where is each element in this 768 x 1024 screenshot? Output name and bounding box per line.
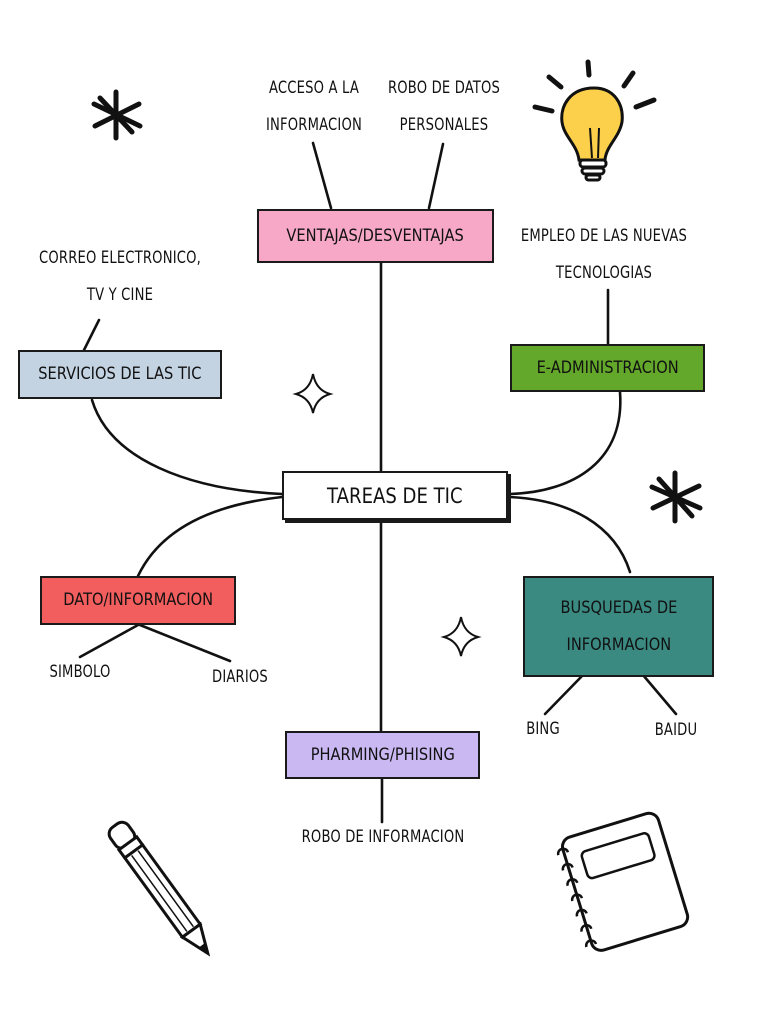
node-eadmin-label: E-ADMINISTRACION <box>536 357 679 378</box>
curve-servicios <box>90 398 284 496</box>
sparkle-icon <box>292 373 334 414</box>
asterisk-icon <box>649 470 703 524</box>
leaf-correo-line2: TV Y CINE <box>86 285 154 305</box>
leaf-diarios: DIARIOS <box>212 667 268 687</box>
curve-eadmin <box>508 390 622 496</box>
leaf-bing: BING <box>526 719 560 739</box>
node-pharming-label: PHARMING/PHISING <box>310 744 455 765</box>
leaf-robo-line2: PERSONALES <box>399 115 489 135</box>
pencil-icon <box>107 820 211 957</box>
line-baidu <box>641 673 678 716</box>
leaf-baidu: BAIDU <box>654 720 698 740</box>
central-node: TAREAS DE TIC <box>282 471 508 520</box>
leaf-acceso-informacion: ACCESO A LA INFORMACION <box>235 70 393 144</box>
lightbulb-icon <box>532 59 657 182</box>
line-bing <box>543 673 585 716</box>
central-node-label: TAREAS DE TIC <box>327 483 463 508</box>
line-simbolo <box>78 623 140 659</box>
node-ventajas-label: VENTAJAS/DESVENTAJAS <box>286 225 465 246</box>
asterisk-icon <box>91 89 143 141</box>
leaf-acceso-line1: ACCESO A LA <box>268 78 360 98</box>
line-diarios <box>138 623 232 663</box>
leaf-simbolo: SIMBOLO <box>49 662 111 682</box>
node-busquedas-line2: INFORMACION <box>566 634 671 655</box>
node-dato-label: DATO/INFORMACION <box>63 590 213 610</box>
node-e-administracion: E-ADMINISTRACION <box>510 344 705 392</box>
leaf-empleo-line2: TECNOLOGIAS <box>555 263 653 283</box>
curve-busquedas <box>508 495 632 574</box>
sparkle-icon <box>440 616 482 657</box>
leaf-correo-line1: CORREO ELECTRONICO, <box>38 248 202 268</box>
node-busquedas-line1: BUSQUEDAS DE <box>560 597 677 618</box>
leaf-correo-tv-cine: CORREO ELECTRONICO, TV Y CINE <box>27 240 213 314</box>
line-acceso <box>311 141 333 210</box>
node-busquedas-informacion: BUSQUEDAS DE INFORMACION <box>523 576 714 677</box>
node-servicios-label: SERVICIOS DE LAS TIC <box>38 364 202 384</box>
node-dato-informacion: DATO/INFORMACION <box>40 576 236 625</box>
leaf-robo-informacion: ROBO DE INFORMACION <box>301 827 465 847</box>
leaf-robo-line1: ROBO DE DATOS <box>387 78 501 98</box>
line-robo-datos <box>427 142 445 210</box>
line-correo <box>82 318 101 352</box>
leaf-empleo-nuevas-tecnologias: EMPLEO DE LAS NUEVAS TECNOLOGIAS <box>504 218 704 292</box>
node-pharming-phising: PHARMING/PHISING <box>285 731 480 779</box>
leaf-robo-datos-personales: ROBO DE DATOS PERSONALES <box>365 70 523 144</box>
curve-dato <box>136 495 284 578</box>
notebook-icon <box>556 811 690 952</box>
node-ventajas-desventajas: VENTAJAS/DESVENTAJAS <box>257 209 494 263</box>
leaf-acceso-line2: INFORMACION <box>265 115 362 135</box>
node-servicios-tic: SERVICIOS DE LAS TIC <box>18 350 222 399</box>
leaf-empleo-line1: EMPLEO DE LAS NUEVAS <box>520 226 688 246</box>
